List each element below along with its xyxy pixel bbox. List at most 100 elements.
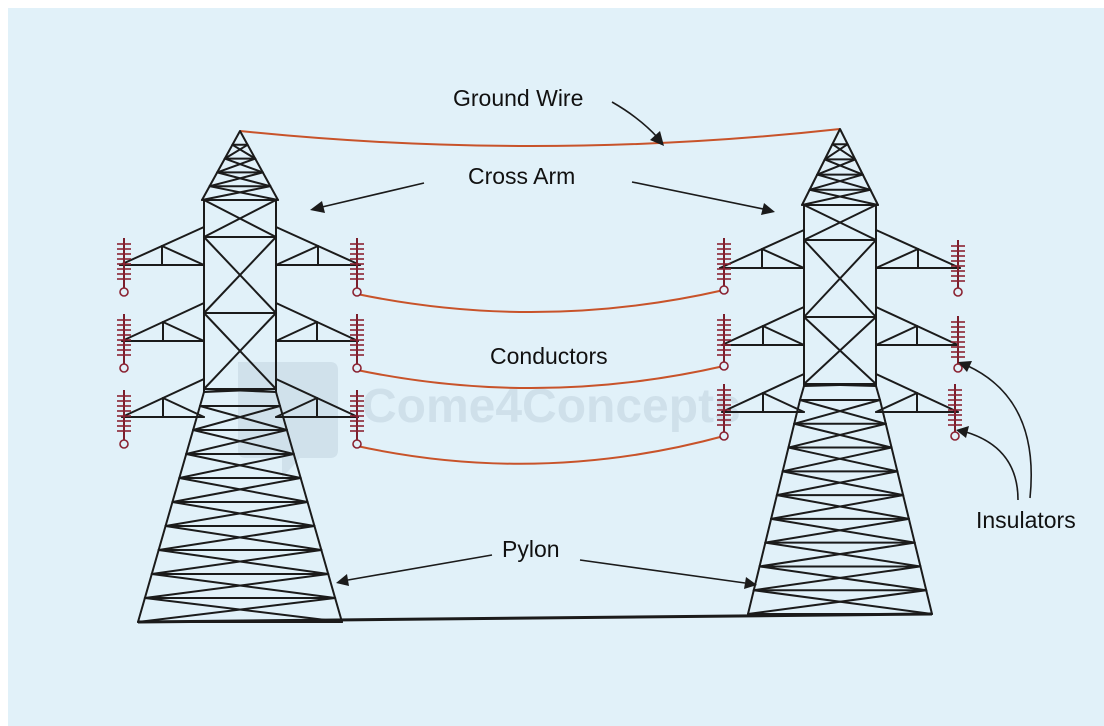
pylon-waist [199, 391, 205, 407]
arrowhead-pylon-left [336, 574, 349, 586]
insulator-clamp [953, 287, 963, 297]
ground-line [137, 612, 933, 624]
pylon-left [119, 130, 361, 623]
pylon-leg-diagonal [747, 589, 928, 615]
arrowhead-ground-wire [650, 131, 664, 146]
insulator-right-6 [948, 384, 962, 441]
arrows [310, 101, 1032, 589]
arrow-ground-wire [611, 101, 659, 139]
insulator-clamp [719, 285, 729, 295]
insulator-left-3 [117, 314, 131, 373]
pylon-leg-diagonal [171, 477, 302, 503]
pylon-leg-diagonal [787, 422, 887, 449]
insulator-clamp [953, 363, 963, 373]
insulator-left-6 [350, 390, 364, 449]
pylon-body-diagonal [203, 312, 277, 390]
arrowhead-insulator-upper [958, 361, 972, 372]
conductor-bottom [356, 435, 725, 465]
arrowhead-pylon-right [744, 577, 757, 589]
pylon-peak-diagonal [823, 158, 864, 176]
pylon-body-diagonal [203, 236, 277, 314]
pylon-peak-diagonal [223, 143, 249, 160]
pylon-body-diagonal [803, 383, 877, 387]
arrow-pylon-left [347, 554, 493, 581]
pylon-peak-diagonal [216, 157, 257, 174]
pylon-body-diagonal [203, 199, 277, 238]
pylon-peak-diagonal [231, 143, 257, 160]
pylon-leg-diagonal [150, 549, 323, 575]
pylon-leg-left [137, 405, 201, 623]
pylon-leg-diagonal [775, 494, 910, 520]
arrow-insulator-lower [965, 431, 1019, 501]
pylon-leg-diagonal [199, 405, 288, 431]
pylon-body-diagonal [803, 204, 877, 241]
pylon-peak-diagonal [816, 173, 872, 191]
pylon-leg-diagonal [793, 422, 893, 449]
pylon-leg-right [879, 399, 933, 615]
pylon-leg-diagonal [770, 494, 905, 520]
insulator-clamp [119, 287, 129, 297]
labels: Ground Wire Cross Arm Conductors Pylon I… [453, 85, 1076, 562]
insulator-clamp [352, 439, 362, 449]
insulator-right-1 [717, 238, 731, 295]
pylon-leg-diagonal [164, 525, 323, 551]
pylon-leg-diagonal [178, 477, 309, 503]
insulator-right-5 [717, 384, 731, 441]
conductor-middle [356, 365, 725, 390]
pylon-leg-diagonal [793, 399, 881, 425]
insulator-left-1 [117, 238, 131, 297]
pylon-leg-diagonal [787, 446, 899, 473]
cross-arm-brace [275, 245, 319, 266]
pylon-leg-diagonal [799, 399, 887, 425]
pylon-leg-diagonal [137, 597, 337, 623]
arrow-insulator-upper [967, 365, 1032, 499]
cross-arm-brace [761, 248, 805, 269]
insulator-left-2 [350, 238, 364, 297]
pylon-peak-diagonal [208, 185, 279, 201]
pylon-peak-diagonal [223, 157, 264, 174]
pylon-waist [875, 385, 881, 401]
conductor-top [356, 289, 725, 313]
pylon-leg-diagonal [185, 453, 302, 479]
pylon-peak [801, 128, 879, 206]
arrow-cross-arm-left [321, 182, 425, 208]
pylon-leg-diagonal [758, 541, 916, 568]
pylon-leg-diagonal [752, 565, 922, 592]
pylon-body-diagonal [203, 388, 277, 393]
watermark: Come4Concepts [238, 362, 741, 478]
insulators [117, 238, 965, 449]
pylon-leg-diagonal [781, 470, 905, 497]
pylon-peak-diagonal [801, 188, 872, 206]
cross-arm-brace [161, 245, 205, 266]
pylon-peak-diagonal [216, 171, 272, 188]
arrowhead-cross-arm-left [310, 201, 325, 213]
insulator-clamp [119, 363, 129, 373]
insulator-clamp [950, 431, 960, 441]
insulator-left-4 [350, 314, 364, 373]
pylon-leg-right [279, 405, 343, 623]
insulator-clamp [352, 287, 362, 297]
pylon-waist [799, 385, 805, 401]
pylon-leg-diagonal [164, 501, 309, 527]
label-ground-wire: Ground Wire [453, 85, 583, 111]
cross-arm-brace [162, 321, 205, 342]
pylon-peak [201, 130, 279, 201]
pylon-leg-diagonal [178, 453, 295, 479]
pylon-peak-diagonal [201, 185, 272, 201]
pylon-leg-diagonal [192, 429, 295, 455]
insulator-clamp [719, 361, 729, 371]
pylon-leg-diagonal [781, 446, 893, 473]
pylon-right [719, 128, 961, 615]
pylon-peak-diagonal [808, 188, 879, 206]
insulator-clamp [352, 363, 362, 373]
label-pylon: Pylon [502, 536, 560, 562]
cross-arm-brace [875, 248, 919, 269]
pylon-peak-diagonal [808, 173, 864, 191]
pylon-leg-diagonal [764, 517, 910, 544]
insulator-clamp [719, 431, 729, 441]
cross-arm-brace [875, 325, 918, 346]
pylon-waist [275, 391, 281, 407]
pylon-leg-left [747, 399, 801, 615]
arrow-pylon-right [579, 559, 746, 584]
